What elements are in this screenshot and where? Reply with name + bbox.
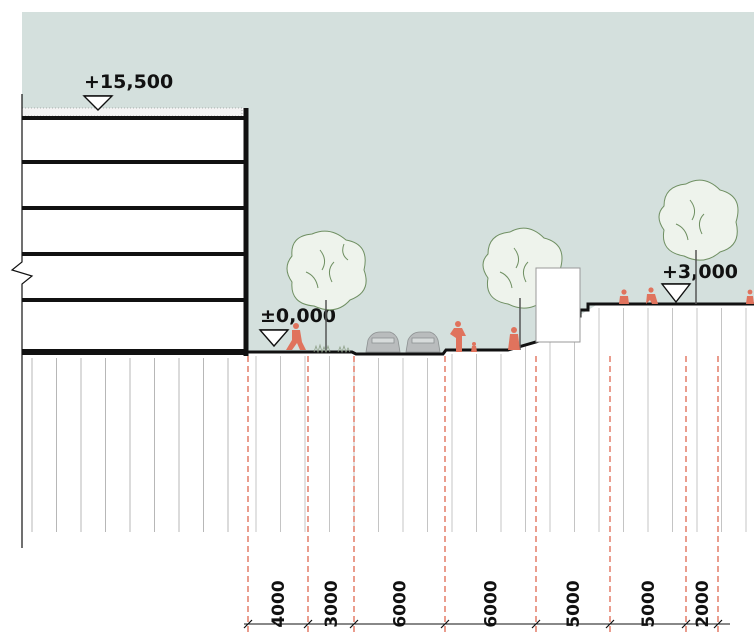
level-label-ground: ±0,000 (260, 305, 336, 327)
person-icon (619, 289, 629, 304)
tree-icon (658, 179, 739, 304)
person-icon (508, 327, 520, 350)
person-icon (471, 342, 477, 352)
car-icon (405, 331, 441, 353)
dimension-label: 3000 (322, 580, 342, 627)
dimension-tick (349, 619, 359, 629)
building-section (10, 94, 249, 548)
person-icon (746, 289, 754, 304)
dimension-line (243, 619, 730, 629)
dimension-tick (440, 619, 450, 629)
dimension-tick (605, 619, 615, 629)
level-triangle-icon (660, 283, 692, 304)
person-icon (286, 323, 306, 350)
dimension-tick (243, 619, 253, 629)
dimension-label: 6000 (391, 580, 411, 627)
wall-structure (535, 267, 581, 343)
level-marker-roof: +15,500 (82, 71, 173, 111)
dimension-tick (531, 619, 541, 629)
dimension-label: 5000 (564, 580, 584, 627)
level-triangle-icon (82, 95, 114, 111)
grass-icon (313, 343, 351, 354)
dimension-label: 5000 (639, 580, 659, 627)
person-icon (450, 321, 466, 352)
people-group (286, 287, 754, 352)
dimension-tick (713, 619, 723, 629)
dimension-label: 2000 (693, 580, 713, 627)
dimension-label: 4000 (269, 580, 289, 627)
dimension-tick (303, 619, 313, 629)
dimension-labels: 4000 3000 6000 6000 5000 5000 2000 (269, 580, 713, 627)
car-icon (365, 331, 401, 353)
tree-icon (286, 230, 367, 352)
dimension-label: 6000 (482, 580, 502, 627)
ground-hatch-terrain (255, 308, 747, 532)
level-label-upper: +3,000 (662, 261, 738, 283)
level-marker-ground: ±0,000 (258, 305, 336, 348)
level-triangle-icon (258, 329, 290, 348)
dimension-tick (681, 619, 691, 629)
dimension-guides (247, 356, 719, 632)
level-marker-upper: +3,000 (660, 261, 738, 304)
ground-hatch (31, 358, 229, 532)
roof-insulation (21, 107, 243, 117)
break-line (10, 94, 34, 548)
person-icon (646, 287, 658, 304)
level-label-roof: +15,500 (84, 71, 173, 93)
